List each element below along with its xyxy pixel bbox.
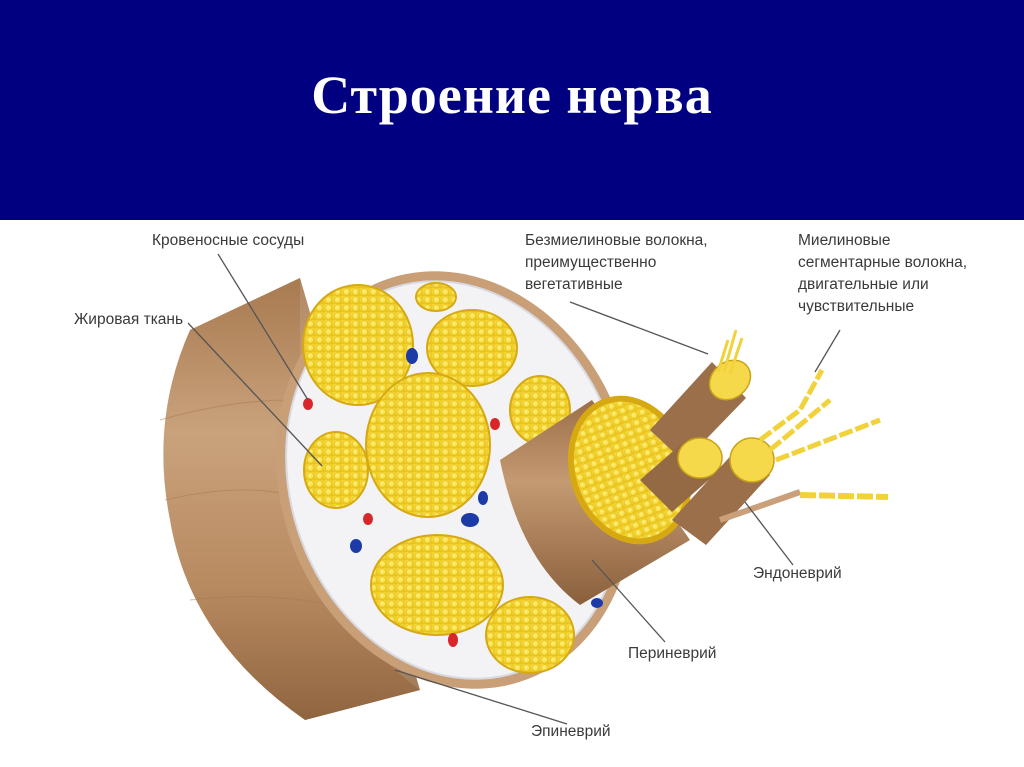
fascicle bbox=[302, 284, 414, 406]
label-myelinated: Миелиновые сегментарные волокна, двигате… bbox=[798, 230, 967, 318]
blood-vessels bbox=[303, 348, 603, 647]
fascicle bbox=[426, 309, 518, 387]
title-banner: Строение нерва bbox=[0, 0, 1024, 220]
fascicle bbox=[365, 372, 491, 518]
label-endoneurium: Эндоневрий bbox=[753, 565, 842, 582]
label-perineurium: Периневрий bbox=[628, 645, 717, 662]
label-blood-vessels: Кровеносные сосуды bbox=[152, 232, 305, 249]
fascicle bbox=[303, 431, 369, 509]
fascicle bbox=[370, 534, 504, 636]
label-myelinated-line2: сегментарные волокна, bbox=[798, 254, 968, 271]
label-unmyelinated: Безмиелиновые волокна, преимущественно в… bbox=[525, 230, 708, 296]
fascicle bbox=[485, 596, 575, 674]
leader-lines bbox=[187, 253, 841, 725]
label-fat-tissue: Жировая ткань bbox=[74, 311, 184, 328]
label-myelinated-line3: двигательные или bbox=[798, 276, 929, 293]
slide-title: Строение нерва bbox=[311, 65, 713, 125]
fascicle bbox=[415, 282, 457, 312]
label-unmyelinated-line3: вегетативные bbox=[525, 276, 623, 293]
label-unmyelinated-line1: Безмиелиновые волокна, bbox=[525, 232, 708, 249]
label-unmyelinated-line2: преимущественно bbox=[525, 254, 657, 271]
label-myelinated-line4: чувствительные bbox=[798, 298, 915, 315]
label-epineurium: Эпиневрий bbox=[531, 723, 611, 740]
fiber-bundles bbox=[640, 329, 889, 545]
fascicles bbox=[302, 282, 575, 674]
label-myelinated-line1: Миелиновые bbox=[798, 232, 891, 249]
